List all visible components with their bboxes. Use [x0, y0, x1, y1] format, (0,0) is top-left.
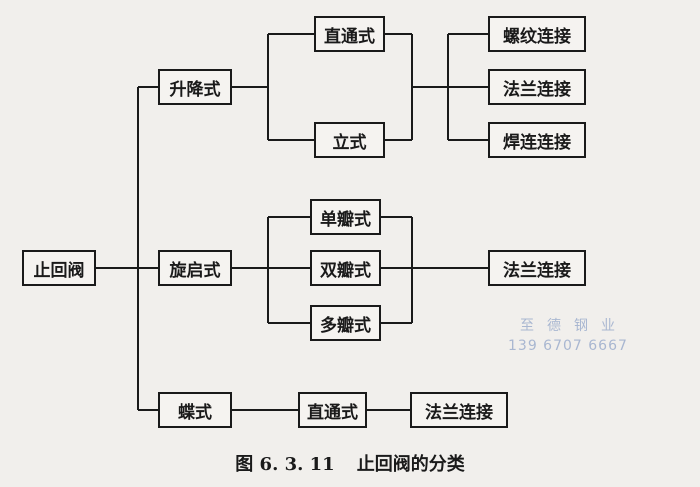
figure-title: 止回阀的分类	[356, 454, 465, 475]
node-swing-type: 旋启式	[158, 250, 232, 286]
figure-caption: 图 6. 3. 11 止回阀的分类	[0, 448, 700, 478]
node-butterfly-straight-through: 直通式	[298, 392, 367, 428]
node-check-valve: 止回阀	[22, 250, 96, 286]
node-swing-single-disc: 单瓣式	[310, 199, 381, 235]
node-swing-double-disc: 双瓣式	[310, 250, 381, 286]
node-threaded-connection: 螺纹连接	[488, 16, 586, 52]
node-butterfly-flanged-connection: 法兰连接	[410, 392, 508, 428]
node-flanged-connection: 法兰连接	[488, 69, 586, 105]
node-welded-connection: 焊连连接	[488, 122, 586, 158]
watermark-phone: 139 6707 6667	[508, 338, 628, 354]
node-swing-flanged-connection: 法兰连接	[488, 250, 586, 286]
node-lift-straight-through: 直通式	[314, 16, 385, 52]
node-butterfly-type: 蝶式	[158, 392, 232, 428]
node-swing-multi-disc: 多瓣式	[310, 305, 381, 341]
figure-number: 图 6. 3. 11	[235, 454, 335, 475]
node-lift-type: 升降式	[158, 69, 232, 105]
node-lift-vertical: 立式	[314, 122, 385, 158]
watermark: 至德钢业 139 6707 6667	[508, 316, 658, 356]
watermark-name: 至德钢业	[520, 318, 628, 334]
